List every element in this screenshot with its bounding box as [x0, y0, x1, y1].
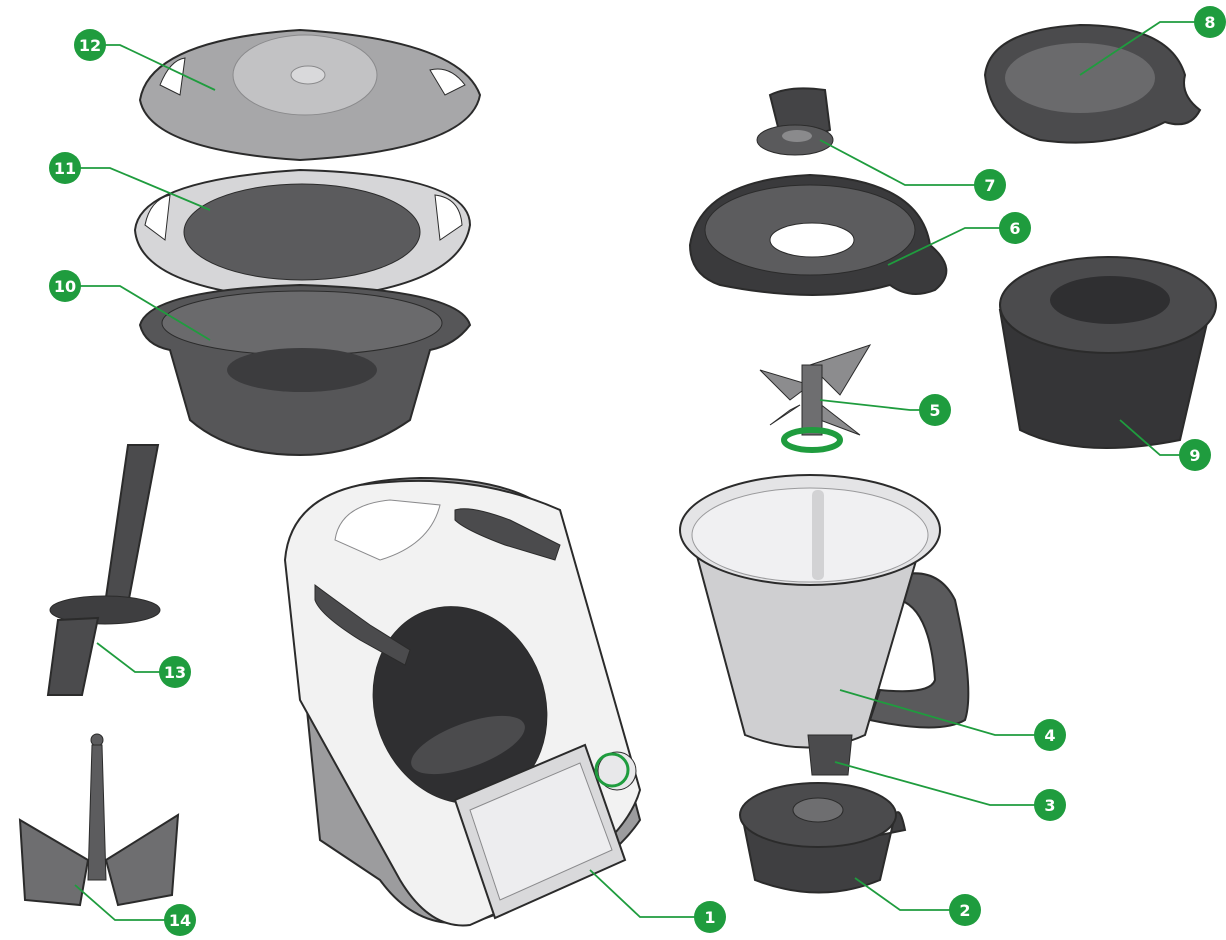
steamer-lid	[138, 28, 482, 162]
callout-label-11: 11	[54, 159, 76, 178]
leader-line-10	[65, 285, 211, 341]
callout-badge-10: 10	[49, 270, 81, 302]
callout-badge-4: 4	[1034, 719, 1066, 751]
base-unit	[283, 476, 642, 927]
callout-badges: 1 2 3 4 5 6 7 8 9 10 11 12 13 14	[49, 6, 1226, 936]
callout-label-6: 6	[1009, 219, 1020, 238]
callout-badge-3: 3	[1034, 789, 1066, 821]
leader-line-14	[74, 884, 180, 921]
simmering-basket	[998, 256, 1217, 449]
callout-badge-11: 11	[49, 152, 81, 184]
callout-label-10: 10	[54, 277, 76, 296]
steamer-tray-shallow	[133, 168, 472, 302]
leader-line-1	[589, 869, 710, 918]
leader-line-7	[819, 139, 990, 186]
callout-badge-5: 5	[919, 394, 951, 426]
callout-label-1: 1	[704, 908, 715, 927]
callout-badge-14: 14	[164, 904, 196, 936]
spatula	[46, 444, 161, 696]
callout-badge-6: 6	[999, 212, 1031, 244]
mixing-bowl	[679, 474, 970, 749]
callout-label-7: 7	[984, 176, 995, 195]
callout-badge-13: 13	[159, 656, 191, 688]
callout-label-14: 14	[169, 911, 191, 930]
leader-line-2	[854, 877, 965, 911]
leader-line-6	[887, 227, 1015, 266]
callout-badge-7: 7	[974, 169, 1006, 201]
callout-label-2: 2	[959, 901, 970, 920]
callout-badge-8: 8	[1194, 6, 1226, 38]
leader-line-8	[1079, 21, 1210, 76]
callout-badge-2: 2	[949, 894, 981, 926]
callout-badge-1: 1	[694, 901, 726, 933]
callout-label-9: 9	[1189, 446, 1200, 465]
bowl-connector	[807, 734, 853, 776]
callout-badge-9: 9	[1179, 439, 1211, 471]
callout-label-13: 13	[164, 663, 186, 682]
leader-line-4	[839, 689, 1050, 736]
callout-badge-12: 12	[74, 29, 106, 61]
butterfly-whisk	[18, 733, 180, 907]
callout-label-4: 4	[1044, 726, 1055, 745]
bowl-lid	[688, 173, 948, 296]
callout-label-8: 8	[1204, 13, 1215, 32]
callout-label-3: 3	[1044, 796, 1055, 815]
leader-line-3	[834, 761, 1050, 806]
callout-label-12: 12	[79, 36, 101, 55]
leader-line-5	[819, 399, 935, 411]
blade	[759, 344, 872, 453]
splash-guard	[983, 23, 1202, 144]
bowl-base	[739, 782, 907, 894]
steamer-tray-deep	[138, 283, 472, 457]
measuring-cup	[756, 87, 834, 156]
callout-label-5: 5	[929, 401, 940, 420]
